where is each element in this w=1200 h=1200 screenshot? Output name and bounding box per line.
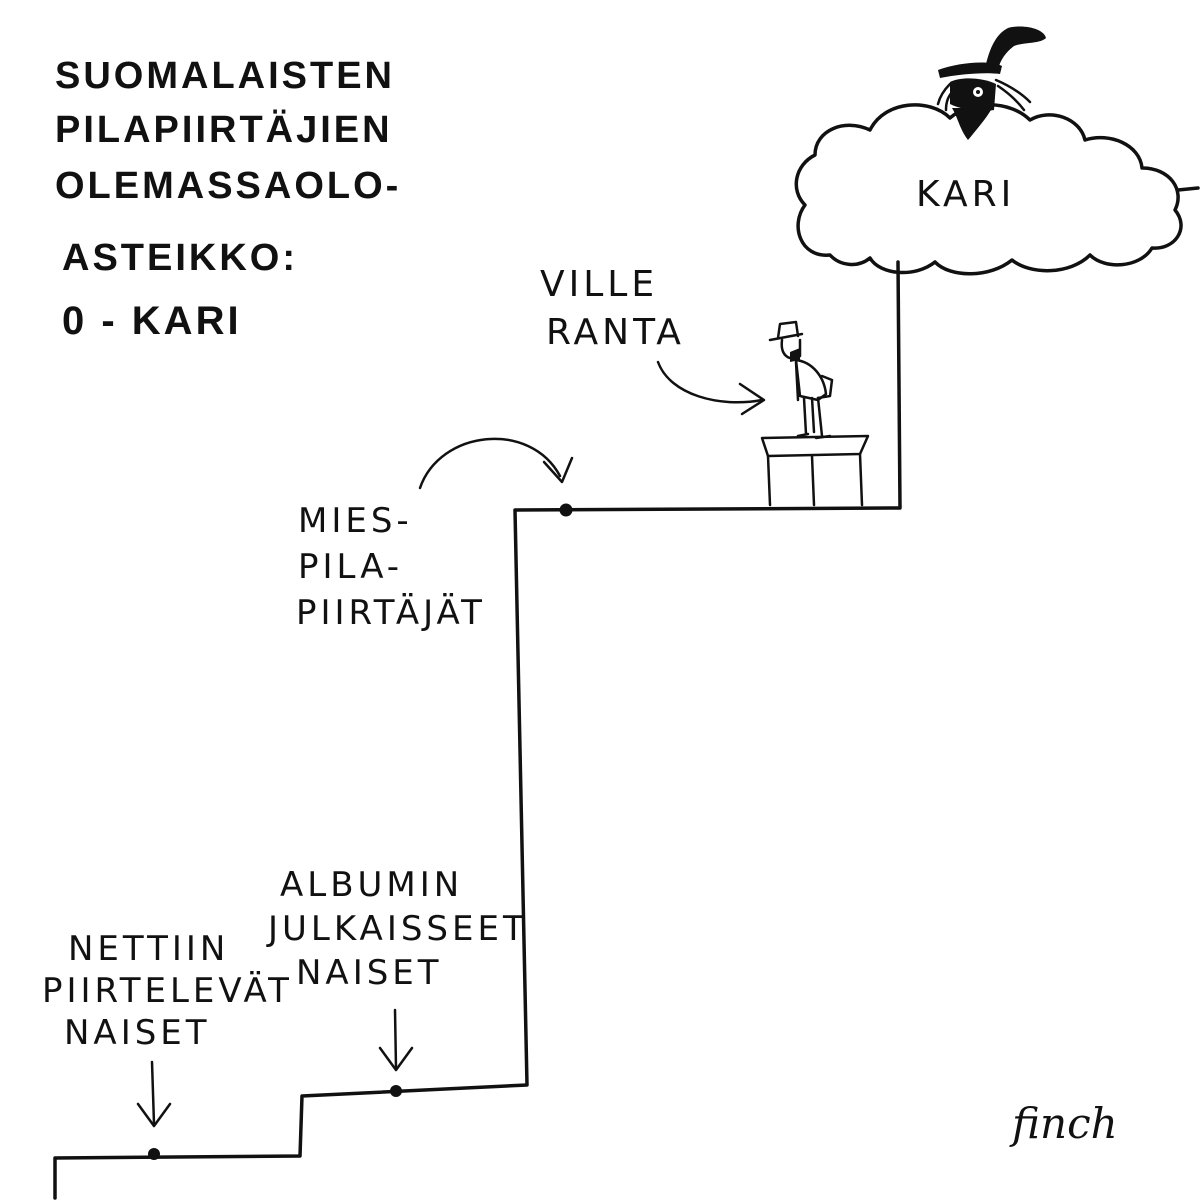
title-block: SUOMALAISTEN PILAPIIRTÄJIEN OLEMASSAOLO-… xyxy=(55,55,401,343)
title-line-5: 0 - KARI xyxy=(62,299,242,343)
man-figure-icon xyxy=(768,320,834,440)
nettiin-line-1: NETTIIN xyxy=(68,929,229,969)
dot-nettiin xyxy=(148,1148,160,1160)
kari-figure-icon xyxy=(936,26,1046,140)
label-miespila: MIES- PILA- PIIRTÄJÄT xyxy=(296,501,486,633)
nettiin-line-2: PIIRTELEVÄT xyxy=(42,971,293,1011)
ville-line-2: RANTA xyxy=(546,312,685,353)
ville-line-1: VILLE xyxy=(540,264,658,305)
signature: finch xyxy=(1009,1099,1118,1148)
arrow-nettiin xyxy=(136,1060,172,1128)
cloud-icon xyxy=(794,103,1183,276)
albumin-line-2: JULKAISSEET xyxy=(266,909,528,949)
label-ville: VILLE RANTA xyxy=(540,264,685,353)
albumin-line-3: NAISET xyxy=(296,953,443,993)
title-line-1: SUOMALAISTEN xyxy=(55,55,395,97)
title-line-4: ASTEIKKO: xyxy=(62,237,298,279)
kari-label: KARI xyxy=(916,174,1015,215)
dot-miespila xyxy=(559,503,573,517)
title-line-3: OLEMASSAOLO- xyxy=(55,165,401,207)
title-line-2: PILAPIIRTÄJIEN xyxy=(55,108,393,151)
label-albumin: ALBUMIN JULKAISSEET NAISET xyxy=(266,865,528,993)
signature-text: finch xyxy=(1009,1099,1118,1148)
miespila-line-2: PILA- xyxy=(298,547,403,587)
miespila-line-3: PIIRTÄJÄT xyxy=(296,593,486,633)
albumin-line-1: ALBUMIN xyxy=(280,865,463,905)
label-nettiin: NETTIIN PIIRTELEVÄT NAISET xyxy=(42,929,293,1053)
arrow-ville xyxy=(656,360,766,416)
arrow-albumin xyxy=(378,1008,414,1072)
pedestal-icon xyxy=(760,434,870,507)
miespila-line-1: MIES- xyxy=(298,501,413,541)
arrow-miespila xyxy=(418,437,574,490)
cloud-exit-line xyxy=(1176,186,1200,192)
nettiin-line-3: NAISET xyxy=(64,1013,211,1053)
dot-albumin xyxy=(390,1085,402,1097)
staircase-line xyxy=(53,260,902,1200)
